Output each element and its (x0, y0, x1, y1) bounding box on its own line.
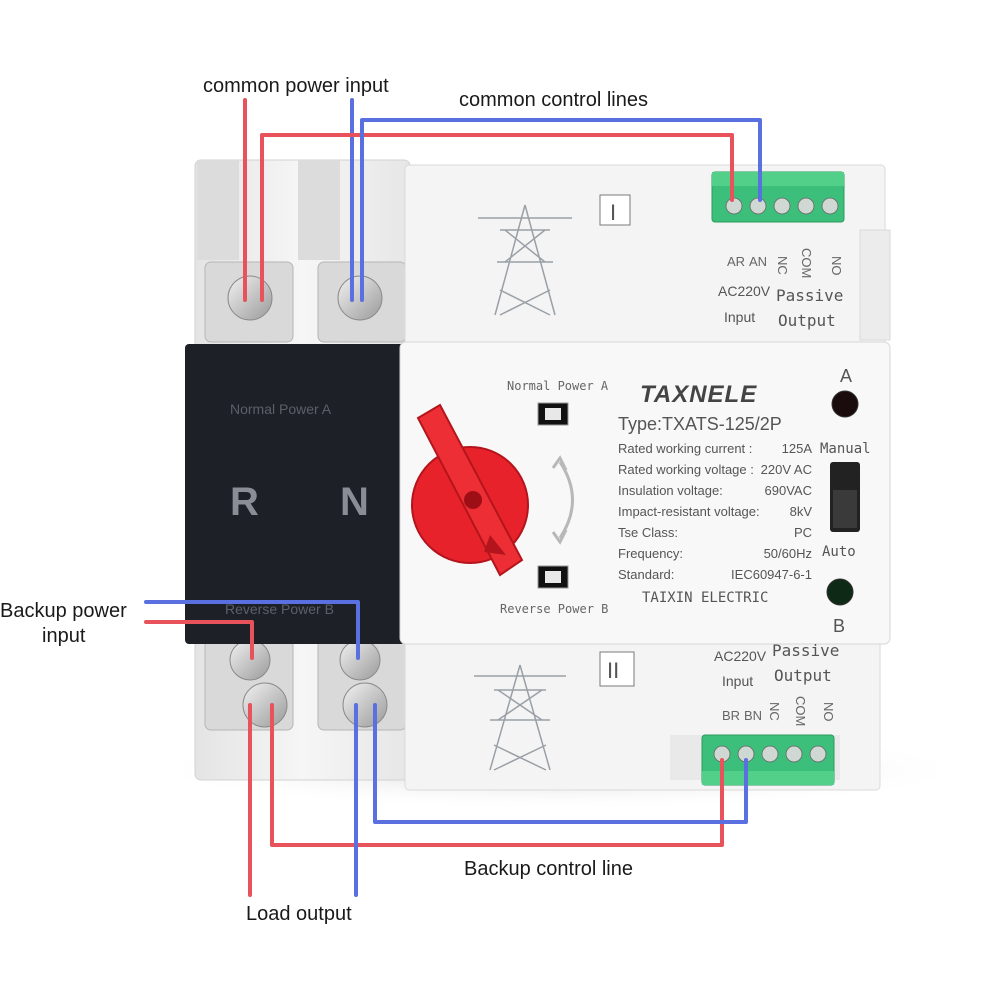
top-input: Input (724, 309, 755, 325)
module-top-roman: I (610, 200, 616, 225)
top-an-label: AN (749, 254, 767, 269)
wire-live-common-control (260, 133, 734, 302)
spec-label: Rated working current : (618, 441, 752, 456)
bottom-nc-label: NC (767, 702, 782, 721)
wire-live-backup-control (270, 703, 724, 847)
wires (144, 98, 762, 897)
backup-control-line-label: Backup control line (464, 858, 633, 880)
bottom-input: Input (722, 673, 753, 689)
spec-label: Standard: (618, 567, 674, 582)
terminal-screw-icon (821, 197, 839, 215)
terminal-screw-icon (797, 197, 815, 215)
indicator-a-label: A (840, 366, 852, 386)
cover-top-label: Normal Power A (230, 401, 332, 417)
top-no-label: NO (829, 256, 844, 276)
module-bottom-roman: II (607, 658, 619, 683)
bottom-output: Output (774, 666, 832, 685)
bottom-bn-label: BN (744, 708, 762, 723)
terminal-screw-icon (749, 197, 767, 215)
wire-neutral-common-control (360, 118, 762, 302)
common-control-lines-label: common control lines (459, 89, 648, 111)
top-com-label: COM (799, 248, 814, 278)
backup-power-input-label-2: input (42, 625, 86, 647)
spec-label: Rated working voltage : (618, 462, 754, 477)
maker-label: TAIXIN ELECTRIC (642, 590, 768, 606)
spec-value: PC (794, 525, 812, 540)
indicator-a-light (831, 390, 859, 418)
terminal-screw-icon (785, 745, 803, 763)
auto-label: Auto (822, 544, 856, 560)
top-passive: Passive (776, 286, 843, 305)
brand-logo: TAXNELE (640, 381, 757, 408)
pylon-icon (474, 664, 566, 771)
bottom-ac220v: AC220V (714, 648, 767, 664)
bottom-passive: Passive (772, 641, 839, 660)
terminal-screw-icon (761, 745, 779, 763)
spec-value: 50/60Hz (764, 546, 812, 561)
top-nc-label: NC (775, 256, 790, 275)
type-label: Type:TXATS-125/2P (618, 414, 782, 434)
manual-label: Manual (820, 441, 871, 457)
load-output-label: Load output (246, 903, 352, 925)
controller-body: I II AR AN NC COM NO AC220V Input Passiv… (399, 164, 891, 791)
spec-value: IEC60947-6-1 (731, 567, 812, 582)
top-ac220v: AC220V (718, 283, 771, 299)
common-power-input-label: common power input (203, 75, 389, 97)
terminal-screw-icon (809, 745, 827, 763)
reverse-power-small: Reverse Power B (500, 602, 608, 616)
bottom-br-label: BR (722, 708, 740, 723)
terminal-screw-icon (773, 197, 791, 215)
spec-value: 690VAC (765, 483, 812, 498)
main-panel (399, 341, 891, 645)
spec-table: Rated working current : 125A Rated working… (618, 441, 812, 582)
backup-power-input-label-1: Backup power (0, 600, 127, 622)
bottom-com-label: COM (793, 696, 808, 726)
wire-neutral-backup-control (373, 703, 748, 824)
top-ar-label: AR (727, 254, 745, 269)
black-terminal-cover (185, 344, 405, 644)
indicator-b-label: B (833, 616, 845, 636)
selector-knob[interactable] (411, 403, 529, 577)
pylon-icon (478, 204, 572, 316)
spec-label: Impact-resistant voltage: (618, 504, 760, 519)
wire-live-backup-power (144, 620, 254, 660)
screw-icon (227, 275, 273, 321)
screw-icon (342, 682, 388, 728)
normal-power-small: Normal Power A (507, 379, 609, 393)
spec-value: 220V AC (761, 462, 812, 477)
bottom-no-label: NO (821, 702, 836, 722)
spec-value: 125A (782, 441, 813, 456)
spec-value: 8kV (790, 504, 813, 519)
screw-icon (242, 682, 288, 728)
top-output: Output (778, 311, 836, 330)
indicator-b-light (826, 578, 854, 606)
cover-bottom-label: Reverse Power B (225, 601, 334, 617)
spec-label: Frequency: (618, 546, 683, 561)
terminal-screw-icon (725, 197, 743, 215)
pole-r-label: R (230, 480, 259, 524)
breaker-block: Normal Power A R N Reverse Power B (185, 159, 411, 781)
spec-label: Tse Class: (618, 525, 678, 540)
spec-label: Insulation voltage: (618, 483, 723, 498)
pole-n-label: N (340, 480, 369, 524)
wire-neutral-backup-power (144, 600, 360, 660)
